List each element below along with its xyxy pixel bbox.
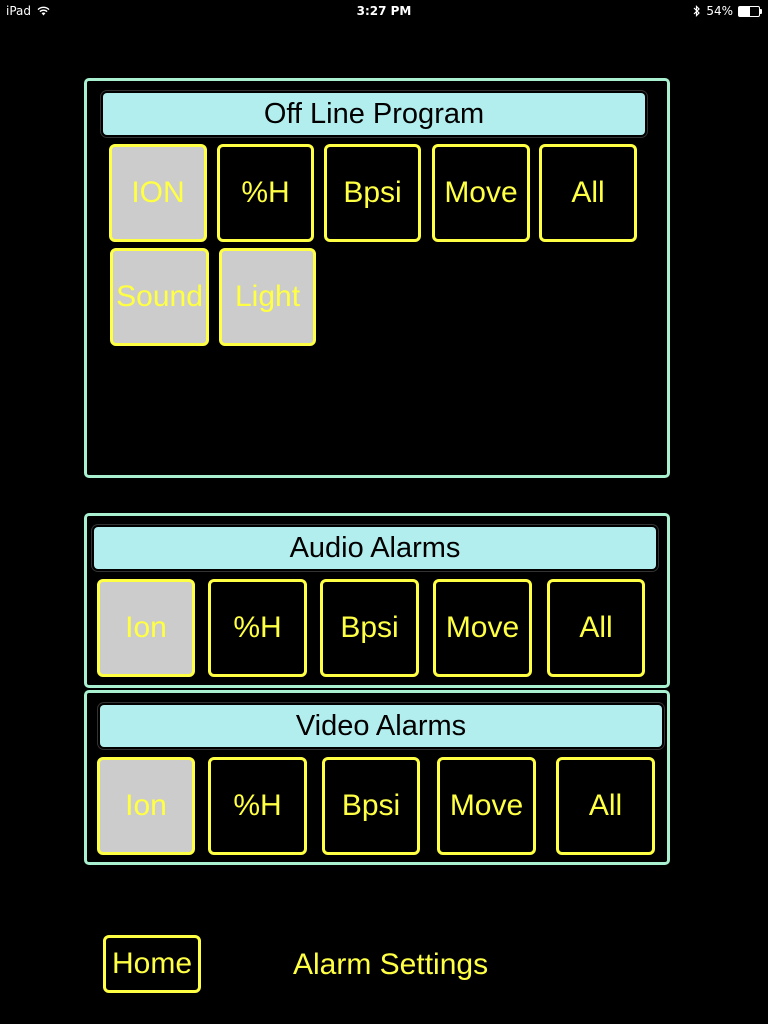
video-ion-button[interactable]: Ion: [97, 757, 195, 855]
wifi-icon: [37, 6, 50, 16]
audio-ion-button[interactable]: Ion: [97, 579, 195, 677]
offline-bpsi-button[interactable]: Bpsi: [324, 144, 421, 242]
device-name: iPad: [6, 4, 32, 18]
video-move-button[interactable]: Move: [437, 757, 536, 855]
video-alarms-panel: Video Alarms: [84, 690, 670, 865]
audio-alarms-panel: Audio Alarms: [84, 513, 670, 688]
offline-all-button[interactable]: All: [539, 144, 637, 242]
audio-move-button[interactable]: Move: [433, 579, 532, 677]
offline-humidity-button[interactable]: %H: [217, 144, 314, 242]
offline-light-button[interactable]: Light: [219, 248, 316, 346]
offline-ion-button[interactable]: ION: [109, 144, 207, 242]
status-time: 3:27 PM: [356, 4, 412, 18]
bluetooth-icon: [693, 5, 701, 17]
offline-program-title: Off Line Program: [103, 93, 645, 135]
audio-humidity-button[interactable]: %H: [208, 579, 307, 677]
battery-percent: 54%: [706, 4, 733, 18]
video-alarms-title: Video Alarms: [100, 705, 662, 747]
offline-move-button[interactable]: Move: [432, 144, 530, 242]
battery-icon: [738, 5, 762, 17]
screen-title: Alarm Settings: [293, 948, 489, 981]
video-all-button[interactable]: All: [556, 757, 655, 855]
status-left: iPad: [6, 4, 50, 18]
offline-sound-button[interactable]: Sound: [110, 248, 209, 346]
audio-alarms-title: Audio Alarms: [94, 527, 656, 569]
audio-bpsi-button[interactable]: Bpsi: [320, 579, 419, 677]
status-bar: iPad 3:27 PM 54%: [0, 0, 768, 22]
home-button[interactable]: Home: [103, 935, 201, 993]
battery-fill: [739, 6, 750, 16]
audio-all-button[interactable]: All: [547, 579, 645, 677]
video-humidity-button[interactable]: %H: [208, 757, 307, 855]
status-right: 54%: [693, 4, 762, 18]
offline-program-panel: Off Line Program: [84, 78, 670, 478]
video-bpsi-button[interactable]: Bpsi: [322, 757, 420, 855]
